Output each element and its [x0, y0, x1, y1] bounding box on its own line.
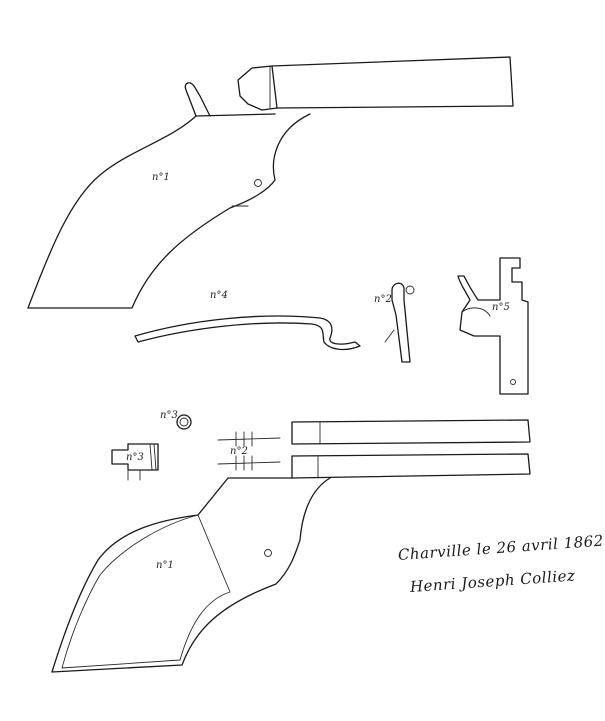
- mainspring-part: [134, 315, 361, 351]
- lower-pistol-drawing: [51, 419, 531, 673]
- trigger-part: [391, 282, 411, 363]
- upper-hammer-spur: [184, 82, 211, 117]
- hammer-part: [457, 257, 529, 395]
- upper-pistol-drawing: [27, 56, 514, 309]
- label-spring: n°4: [210, 290, 228, 301]
- label-screw: n°3: [160, 410, 178, 421]
- label-trigger: n°2: [374, 294, 392, 305]
- label-frame-bottom: n°1: [156, 560, 174, 571]
- screw-part: [111, 443, 159, 471]
- washer-part: [176, 414, 192, 430]
- upper-frame-grip: [27, 113, 311, 309]
- lower-barrel-top: [291, 419, 531, 445]
- lower-frame-grip: [51, 477, 331, 673]
- upper-barrel: [271, 56, 514, 109]
- label-small-part: n°2: [230, 446, 248, 457]
- label-hammer: n°5: [492, 302, 510, 313]
- label-cylinder: n°3: [126, 452, 144, 463]
- label-frame-top: n°1: [152, 172, 170, 183]
- lower-barrel-bottom: [291, 453, 531, 479]
- upper-breech: [237, 65, 278, 111]
